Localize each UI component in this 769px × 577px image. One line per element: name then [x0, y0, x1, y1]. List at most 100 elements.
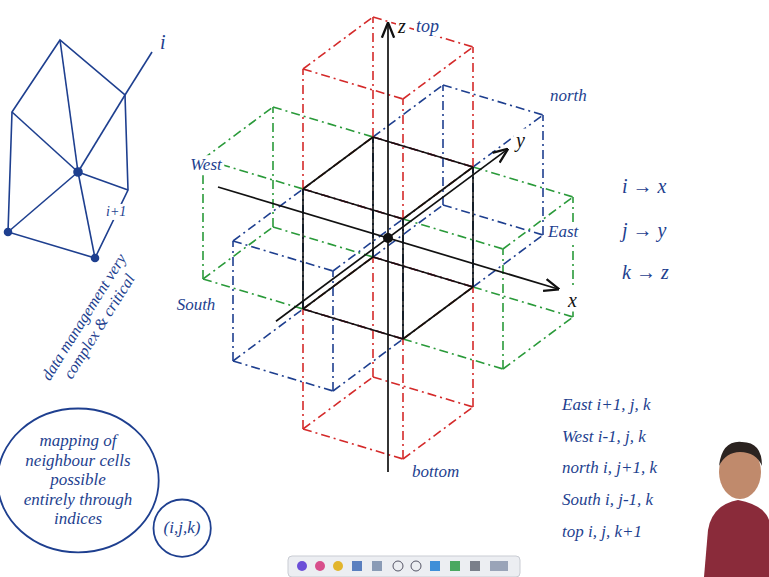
cube-edge: [303, 137, 373, 189]
outline: [0, 408, 159, 552]
axis-label: z: [396, 15, 408, 38]
node-text: mapping of neighbour cells possible enti…: [23, 431, 133, 529]
cube-edge: [302, 189, 304, 309]
cube-edge: [403, 47, 473, 99]
cube-edge: [473, 167, 573, 197]
mesh-point: [74, 168, 82, 176]
mesh-polygon: [8, 40, 128, 258]
index-mapping: i → x: [620, 175, 668, 198]
cube-edge: [402, 99, 404, 219]
note: data management very complex & critical: [36, 247, 149, 397]
cube-edge: [232, 241, 234, 361]
axis-label: x: [566, 289, 579, 312]
cube-edge: [273, 227, 373, 257]
cube-edge: [233, 189, 303, 241]
cube-edge: [403, 339, 503, 369]
neighbour-index: South i, j-1, k: [560, 490, 655, 510]
cube-edge: [472, 287, 474, 407]
cell-centre: [383, 233, 393, 243]
cube-edge: [203, 279, 303, 309]
face-name: West: [188, 155, 224, 175]
node-index: i+1: [104, 204, 128, 220]
cube-edge: [473, 287, 573, 317]
cube-edge: [272, 107, 274, 227]
node-index: i: [158, 31, 168, 54]
tool-icon: [393, 561, 403, 571]
axis-arrow: [218, 187, 558, 289]
cube-edge: [303, 137, 373, 189]
cube-edge: [303, 257, 373, 309]
face-name: top: [414, 16, 441, 37]
cube-edge: [473, 115, 543, 167]
tool-icon: [470, 561, 480, 571]
mesh-spoke: [8, 172, 78, 232]
cube-edge: [302, 189, 304, 309]
cube-edge: [233, 361, 333, 391]
tool-icon: [333, 561, 343, 571]
cube-edge: [403, 219, 503, 249]
presenter-shirt: [704, 500, 769, 577]
neighbour-index: West i-1, j, k: [560, 427, 648, 447]
cube-edge: [372, 137, 374, 257]
mesh-spoke: [78, 172, 128, 190]
neighbour-index: top i, j, k+1: [560, 522, 644, 542]
cube-edge: [503, 317, 573, 369]
cube-edge: [472, 167, 474, 287]
tool-icon: [372, 561, 382, 571]
node-text: (i,j,k): [164, 518, 201, 538]
cube-edge: [303, 257, 373, 309]
tool-icon: [315, 561, 325, 571]
tool-icon: [297, 561, 307, 571]
face-name: north: [548, 86, 589, 106]
stencil-cubes: [203, 17, 573, 472]
mesh-spoke: [60, 40, 78, 172]
tool-icon: [490, 561, 508, 571]
face-name: East: [546, 222, 580, 242]
note-text: mapping of neighbour cells possible enti…: [23, 431, 133, 529]
toolbar: [288, 556, 520, 577]
note-ellipse: mapping of neighbour cells possible enti…: [0, 407, 160, 554]
tool-icon: [450, 561, 460, 571]
cube-edge: [403, 287, 473, 339]
presenter: [704, 442, 769, 577]
cube-edge: [203, 107, 273, 159]
neighbour-index: East i+1, j, k: [560, 395, 652, 415]
cube-edge: [402, 219, 404, 339]
cube-edge: [403, 287, 473, 339]
cube-edge: [302, 69, 304, 189]
cube-edge: [303, 377, 373, 429]
cube-edge: [402, 219, 404, 339]
mesh-point: [92, 255, 99, 262]
cube-edge: [472, 167, 474, 287]
index-circle: (i,j,k): [152, 498, 212, 558]
cube-edge: [372, 257, 374, 377]
cube-edge: [233, 241, 333, 271]
axes: [218, 24, 558, 472]
cube-edge: [502, 249, 504, 369]
cube-edge: [403, 287, 473, 339]
cube-edge: [472, 167, 474, 287]
note-text: (i,j,k): [164, 518, 201, 538]
cube-edge: [402, 339, 404, 459]
cube-edge: [273, 107, 373, 137]
cube-edge: [372, 137, 374, 257]
axis-arrow: [276, 150, 507, 322]
cube-edge: [403, 407, 473, 459]
cube-edge: [403, 167, 473, 219]
tool-icon: [411, 561, 421, 571]
presenter-hair: [719, 442, 762, 466]
cube-edge: [472, 47, 474, 167]
tool-icon: [352, 561, 362, 571]
axis-arrow: [387, 24, 389, 472]
tool-icon: [430, 561, 440, 571]
cube-edge: [442, 85, 444, 205]
cube-edge: [403, 167, 473, 219]
cube-edge: [443, 205, 543, 235]
cube-edge: [303, 137, 373, 189]
cube-edge: [402, 219, 404, 339]
index-mapping: j → y: [620, 219, 668, 242]
cube-edge: [203, 227, 273, 279]
outline: [153, 499, 210, 556]
mesh-spoke: [78, 172, 95, 258]
